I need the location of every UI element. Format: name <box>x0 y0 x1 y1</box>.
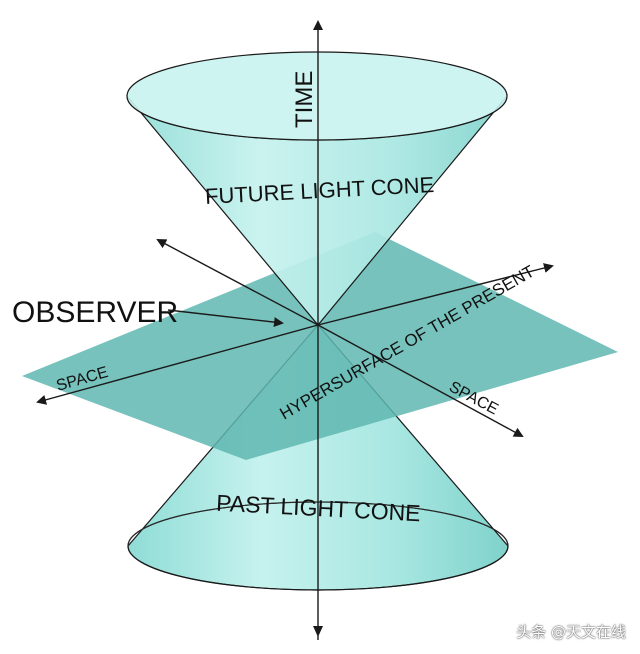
space-axis-right-up <box>317 263 554 326</box>
space-axis-back <box>156 239 319 326</box>
observer-label: OBSERVER <box>12 296 178 329</box>
time-label: TIME <box>291 71 318 128</box>
future-light-cone <box>126 51 508 326</box>
observer-pointer <box>167 309 284 328</box>
watermark: 头条 @天文在线 <box>516 623 626 641</box>
space-axis-front <box>317 324 524 437</box>
space-axis-left <box>36 324 319 405</box>
axes <box>36 20 554 640</box>
hypersurface-fill <box>22 232 618 460</box>
future-cone-rim <box>126 51 508 141</box>
time-axis-bottom-arrow <box>313 626 323 637</box>
hypersurface-plane <box>22 232 618 460</box>
